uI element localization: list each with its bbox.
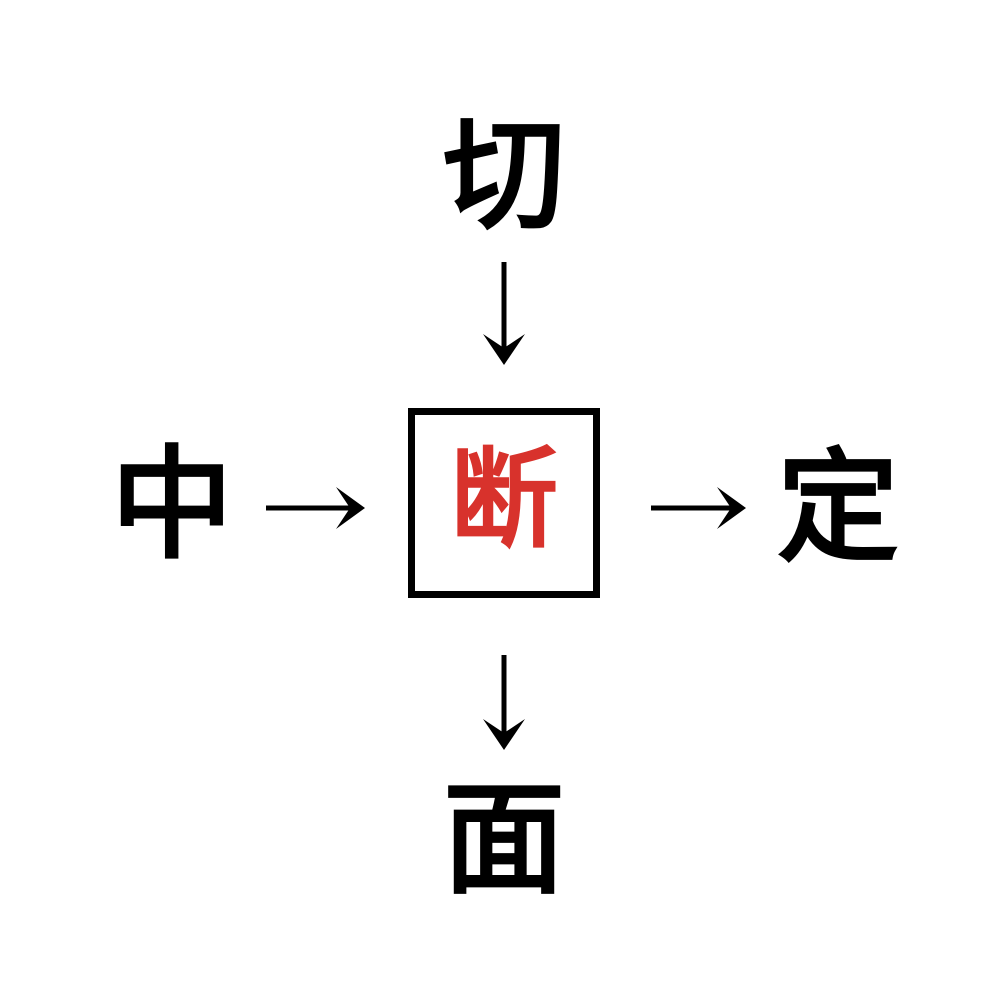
kanji-node-left: 中 <box>72 437 272 573</box>
kanji-node-center-box: 断 <box>408 408 600 598</box>
arrow-right-icon-left <box>266 487 365 529</box>
kanji-node-center-label: 断 <box>449 438 558 563</box>
kanji-node-left-label: 中 <box>111 434 233 576</box>
kanji-node-right-label: 定 <box>777 437 899 579</box>
kanji-node-bottom: 面 <box>404 772 604 908</box>
kanji-node-bottom-label: 面 <box>443 769 565 911</box>
arrow-down-icon-bottom <box>483 655 525 750</box>
arrow-down-icon-top <box>483 262 525 365</box>
kanji-node-top: 切 <box>404 108 604 244</box>
kanji-node-top-label: 切 <box>443 105 565 247</box>
kanji-node-right: 定 <box>738 440 938 576</box>
arrow-right-icon-right <box>651 487 746 529</box>
